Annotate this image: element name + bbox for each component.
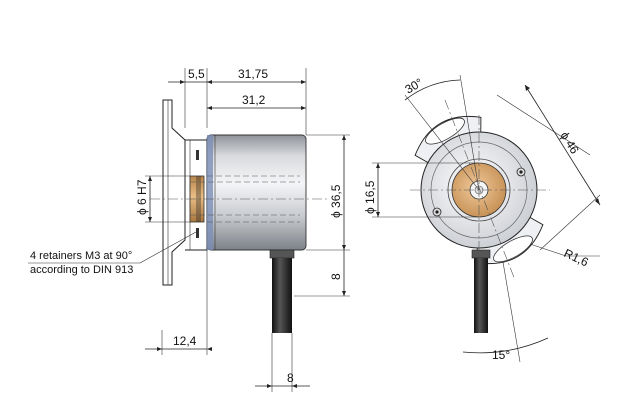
cable-break xyxy=(271,333,293,337)
arrow xyxy=(342,135,346,140)
angle-arc-top xyxy=(404,79,461,101)
dim-line-flange xyxy=(524,84,601,206)
arrow xyxy=(180,80,185,84)
dim-slot-radius: R1,6 xyxy=(562,246,591,270)
cable xyxy=(272,258,292,333)
arrow xyxy=(207,80,212,84)
dim-shaft-diameter: ϕ 6 H7 xyxy=(135,179,149,215)
arrow xyxy=(207,106,212,110)
dim-overall-length: 31,75 xyxy=(238,67,268,81)
dim-angle-bottom: 15° xyxy=(492,348,510,362)
arrow xyxy=(525,85,530,91)
arrow xyxy=(376,163,380,168)
radius-leader xyxy=(529,243,567,257)
arrow xyxy=(267,384,272,388)
retainer-screw xyxy=(196,150,199,160)
dim-angle-top: 30° xyxy=(403,75,426,96)
note-leader xyxy=(139,231,197,264)
arrow xyxy=(148,176,152,181)
dim-flange-thickness: 5,5 xyxy=(188,67,205,81)
arrow xyxy=(376,212,380,217)
mounting-bracket xyxy=(162,99,186,286)
body-band xyxy=(207,135,213,250)
dim-body-length: 31,2 xyxy=(242,93,266,107)
angle-arc-bottom xyxy=(462,337,549,354)
encoder-body xyxy=(206,134,307,251)
arrow xyxy=(148,217,152,222)
ext-line xyxy=(539,194,601,251)
angle-ref xyxy=(404,94,480,191)
dim-body-diameter: ϕ 36,5 xyxy=(329,184,343,218)
arrow xyxy=(342,245,346,250)
note-line-2: according to DIN 913 xyxy=(30,264,133,276)
arrow xyxy=(157,347,162,351)
retainer-screw xyxy=(196,228,199,238)
arrow xyxy=(595,198,600,205)
cable-gland xyxy=(471,249,491,259)
hub-groove xyxy=(196,176,201,222)
arrow xyxy=(207,347,212,351)
screw xyxy=(432,207,442,217)
dim-cable-diameter: 8 xyxy=(287,371,294,385)
arrow xyxy=(292,384,297,388)
front-view: 30° ϕ 46 ϕ 16,5 R1,6 15° xyxy=(363,74,601,363)
side-view: 5,5 31,75 31,2 xyxy=(28,67,350,392)
cable-gland xyxy=(269,249,295,259)
dim-hub-diameter: ϕ 16,5 xyxy=(363,180,377,214)
ext-line xyxy=(496,94,591,156)
dim-cable-offset: 8 xyxy=(329,273,343,280)
angle-ref xyxy=(459,74,480,191)
screw xyxy=(516,167,526,177)
angle-ref xyxy=(502,261,521,363)
arrow xyxy=(342,291,346,296)
arrow xyxy=(301,106,306,110)
flange-slot xyxy=(493,235,533,263)
note-line-1: 4 retainers M3 at 90° xyxy=(30,250,132,262)
centerline xyxy=(444,99,516,281)
arrow xyxy=(301,80,306,84)
dim-mount-depth: 12,4 xyxy=(173,334,197,348)
cable-front xyxy=(474,258,488,333)
